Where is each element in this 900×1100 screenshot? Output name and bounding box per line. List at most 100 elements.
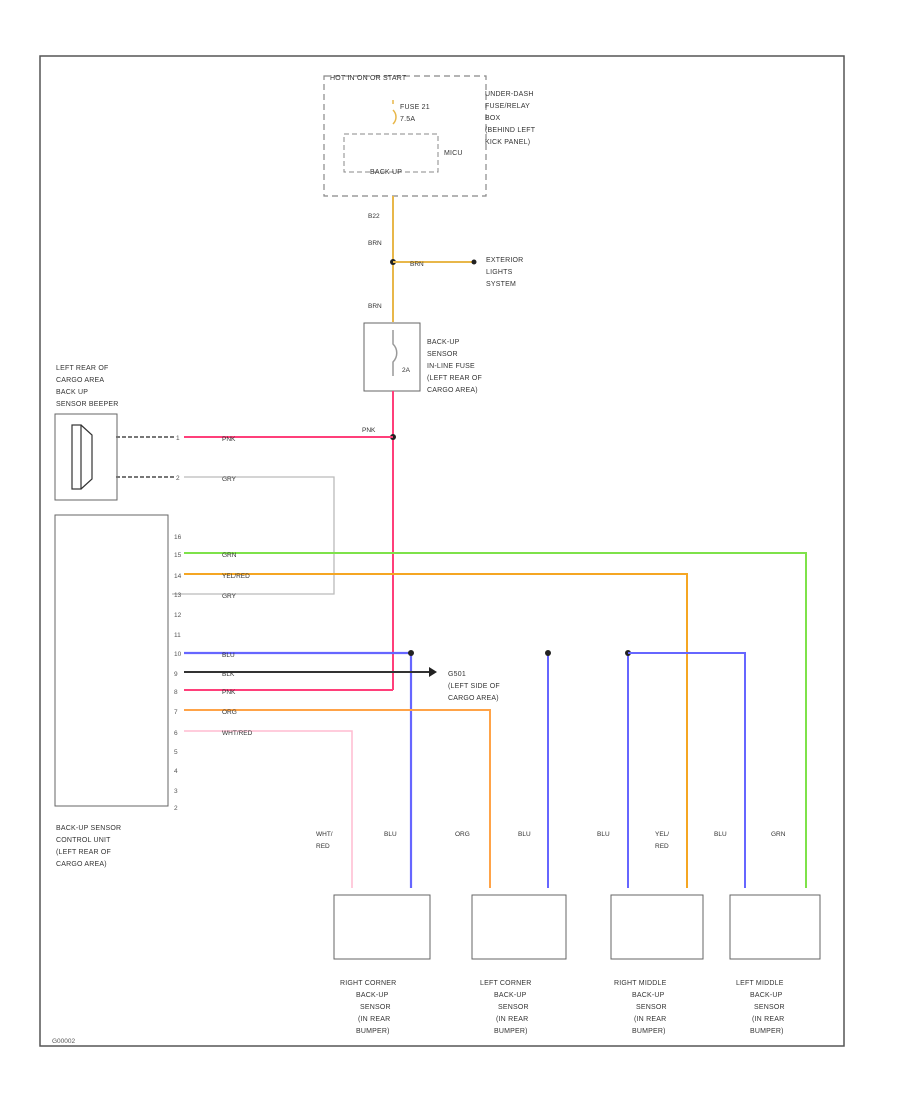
fuse-box-location-1: UNDER-DASH bbox=[485, 91, 534, 98]
wht-red-wire-label: WHT/RED bbox=[222, 730, 253, 737]
cu-label-4: CARGO AREA) bbox=[56, 861, 107, 868]
cu-pin-15: 15 bbox=[174, 552, 182, 559]
cu-pin-16: 16 bbox=[174, 534, 182, 541]
s4-label-5: BUMPER) bbox=[750, 1028, 784, 1035]
diagram-frame bbox=[39, 55, 845, 1047]
beeper-gry-label: GRY bbox=[222, 476, 237, 483]
s1-label-3: SENSOR bbox=[360, 1004, 391, 1011]
blk-wire-label: BLK bbox=[222, 671, 235, 678]
s2-label-1: LEFT CORNER bbox=[480, 980, 531, 987]
org-wire-label: ORG bbox=[222, 709, 237, 716]
inline-fuse-rating: 2A bbox=[402, 367, 411, 374]
s3-wire-b-1: YEL/ bbox=[655, 831, 669, 838]
beeper-label-4: SENSOR BEEPER bbox=[56, 401, 119, 408]
cu-pin-14: 14 bbox=[174, 573, 182, 580]
sensor-right-middle: BLU YEL/ RED RIGHT MIDDLE BACK-UP SENSOR… bbox=[597, 831, 704, 1035]
cu-pin-9: 9 bbox=[174, 671, 178, 678]
cu-pin-13: 13 bbox=[174, 592, 182, 599]
brn-label-2: BRN bbox=[368, 303, 382, 310]
fuse-box-location-3: BOX bbox=[485, 115, 501, 122]
micu-label: MICU bbox=[444, 150, 463, 157]
beeper-pin-a: 1 bbox=[176, 435, 180, 442]
cu-pin-10: 10 bbox=[174, 651, 182, 658]
fuse-box-location-5: KICK PANEL) bbox=[485, 139, 530, 146]
relay-label: BACK UP bbox=[370, 169, 402, 176]
exterior-lights-arrow bbox=[471, 259, 477, 265]
s2-label-5: BUMPER) bbox=[494, 1028, 528, 1035]
beeper-pin-b: 2 bbox=[176, 475, 180, 482]
s1-label-4: (IN REAR bbox=[358, 1016, 390, 1023]
inline-fuse-label-3: IN-LINE FUSE bbox=[427, 363, 475, 370]
brn-label-1: BRN bbox=[368, 240, 382, 247]
beeper-pnk-label: PNK bbox=[222, 436, 236, 443]
inline-fuse-label-2: SENSOR bbox=[427, 351, 458, 358]
s2-label-4: (IN REAR bbox=[496, 1016, 528, 1023]
beeper-label-2: CARGO AREA bbox=[56, 377, 104, 384]
s3-label-2: BACK-UP bbox=[632, 992, 665, 999]
s4-wire-b: GRN bbox=[771, 831, 786, 838]
beeper-label-1: LEFT REAR OF bbox=[56, 365, 108, 372]
inline-fuse: 2A BACK-UP SENSOR IN-LINE FUSE (LEFT REA… bbox=[363, 322, 482, 394]
s1-label-5: BUMPER) bbox=[356, 1028, 390, 1035]
cu-pin-5: 5 bbox=[174, 749, 178, 756]
blu-wire-left-middle bbox=[628, 652, 746, 888]
sensor-left-middle: BLU GRN LEFT MIDDLE BACK-UP SENSOR (IN R… bbox=[714, 831, 821, 1035]
splice-dot-blu bbox=[408, 650, 414, 656]
s1-label-1: RIGHT CORNER bbox=[340, 980, 396, 987]
s4-label-3: SENSOR bbox=[754, 1004, 785, 1011]
cu-pin-7: 7 bbox=[174, 709, 178, 716]
cu-pin-3: 3 bbox=[174, 788, 178, 795]
grn-wire bbox=[184, 552, 807, 888]
cu-pin-12: 12 bbox=[174, 612, 182, 619]
cu-label-3: (LEFT REAR OF bbox=[56, 849, 111, 856]
org-wire bbox=[184, 709, 491, 888]
fuse-label: FUSE 21 bbox=[400, 104, 430, 111]
ground-label-2: (LEFT SIDE OF bbox=[448, 683, 500, 690]
inline-fuse-label-1: BACK-UP bbox=[427, 339, 460, 346]
s3-label-5: BUMPER) bbox=[632, 1028, 666, 1035]
s1-wire-a-1: WHT/ bbox=[316, 831, 333, 838]
cu-label-2: CONTROL UNIT bbox=[56, 837, 111, 844]
blu-wire-label: BLU bbox=[222, 652, 235, 659]
beeper-label-3: BACK UP bbox=[56, 389, 88, 396]
s3-wire-b-2: RED bbox=[655, 843, 669, 850]
ground-label-3: CARGO AREA) bbox=[448, 695, 499, 702]
pnk-wire-label: PNK bbox=[222, 689, 236, 696]
s4-label-4: (IN REAR bbox=[752, 1016, 784, 1023]
cu-pin-4: 4 bbox=[174, 768, 178, 775]
s1-label-2: BACK-UP bbox=[356, 992, 389, 999]
brn-branch-label: BRN bbox=[410, 261, 424, 268]
gry-wire-label: GRY bbox=[222, 593, 237, 600]
s4-wire-a: BLU bbox=[714, 831, 727, 838]
cu-pin-2: 2 bbox=[174, 805, 178, 812]
ground-icon bbox=[429, 667, 437, 677]
splice-dot-blu-2 bbox=[545, 650, 551, 656]
ground-label-1: G501 bbox=[448, 671, 466, 678]
s2-wire-a: ORG bbox=[455, 831, 470, 838]
b22-label: B22 bbox=[368, 213, 380, 220]
sensor-left-corner: ORG BLU LEFT CORNER BACK-UP SENSOR (IN R… bbox=[455, 831, 567, 1035]
cu-pin-6: 6 bbox=[174, 730, 178, 737]
cu-pin-11: 11 bbox=[174, 632, 181, 639]
fuse-box-title: HOT IN ON OR START bbox=[330, 75, 407, 82]
cu-pin-8: 8 bbox=[174, 689, 178, 696]
s3-label-1: RIGHT MIDDLE bbox=[614, 980, 667, 987]
s2-label-3: SENSOR bbox=[498, 1004, 529, 1011]
yel-red-wire bbox=[184, 573, 688, 888]
s4-label-2: BACK-UP bbox=[750, 992, 783, 999]
inline-fuse-label-5: CARGO AREA) bbox=[427, 387, 478, 394]
inline-fuse-label-4: (LEFT REAR OF bbox=[427, 375, 482, 382]
s3-label-3: SENSOR bbox=[636, 1004, 667, 1011]
blu-wire bbox=[184, 651, 413, 888]
s2-label-2: BACK-UP bbox=[494, 992, 527, 999]
footer-code: G00002 bbox=[52, 1038, 76, 1045]
exterior-lights-3: SYSTEM bbox=[486, 281, 516, 288]
wht-red-wire bbox=[184, 730, 353, 888]
control-unit: 16 15 14 13 12 11 10 9 8 7 6 5 4 3 2 BAC… bbox=[54, 514, 182, 868]
yel-red-wire-label: YEL/RED bbox=[222, 573, 250, 580]
s1-wire-a-2: RED bbox=[316, 843, 330, 850]
exterior-lights-1: EXTERIOR bbox=[486, 257, 523, 264]
under-dash-fuse-box: HOT IN ON OR START FUSE 21 7.5A BACK UP … bbox=[323, 75, 536, 197]
fuse-rating: 7.5A bbox=[400, 116, 415, 123]
